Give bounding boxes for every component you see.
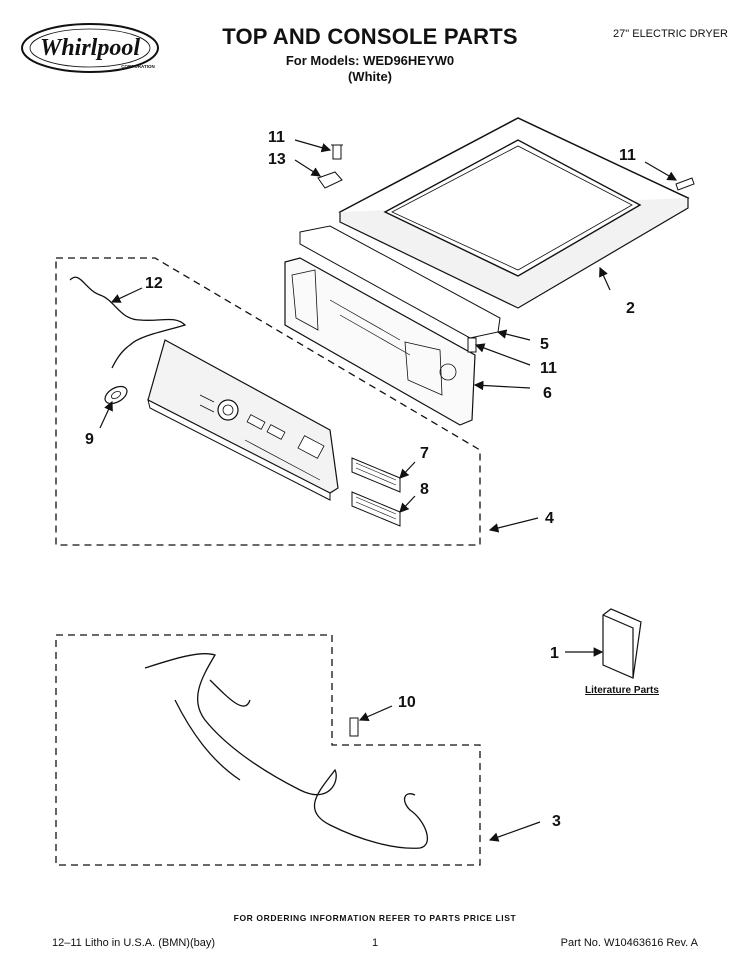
literature-illustration [602, 608, 642, 679]
callout-13: 13 [268, 151, 286, 168]
callout-7: 7 [420, 445, 429, 462]
callout-2: 2 [626, 300, 635, 317]
callout-11-right: 11 [619, 147, 636, 164]
callout-4: 4 [545, 510, 554, 527]
washer-illustration [104, 385, 128, 405]
leader-lines [99, 139, 678, 842]
connectors-illustration [351, 457, 401, 527]
page-number: 1 [371, 937, 379, 949]
product-type: 27" ELECTRIC DRYER [613, 28, 728, 40]
page-title: TOP AND CONSOLE PARTS [222, 24, 518, 49]
literature-parts-label: Literature Parts [585, 685, 659, 696]
callout-8: 8 [420, 481, 429, 498]
harness-group-outline [55, 634, 481, 866]
part-number: Part No. W10463616 Rev. A [560, 937, 698, 949]
ordering-note: FOR ORDERING INFORMATION REFER TO PARTS … [233, 913, 517, 923]
brand-sub: CORPORATION [121, 64, 154, 69]
wire-harness-12 [69, 276, 187, 369]
callout-5: 5 [540, 336, 549, 353]
callout-11-top: 11 [268, 129, 285, 146]
callout-1: 1 [550, 645, 559, 662]
screws-illustration [317, 144, 695, 737]
color-line: (White) [347, 69, 393, 84]
callout-3: 3 [552, 813, 561, 830]
litho-info: 12–11 Litho in U.S.A. (BMN)(bay) [52, 937, 216, 949]
callout-11-mid: 11 [540, 360, 557, 377]
models-line: For Models: WED96HEYW0 [285, 53, 455, 68]
main-wire-harness [144, 653, 429, 849]
console-panel-illustration [147, 339, 339, 501]
callout-12: 12 [145, 275, 163, 292]
whirlpool-logo: Whirlpool CORPORATION [21, 23, 159, 73]
callout-10: 10 [398, 694, 416, 711]
callout-9: 9 [85, 431, 94, 448]
brand-wordmark: Whirlpool [40, 35, 140, 61]
top-panel-illustration [338, 117, 690, 309]
callout-6: 6 [543, 385, 552, 402]
